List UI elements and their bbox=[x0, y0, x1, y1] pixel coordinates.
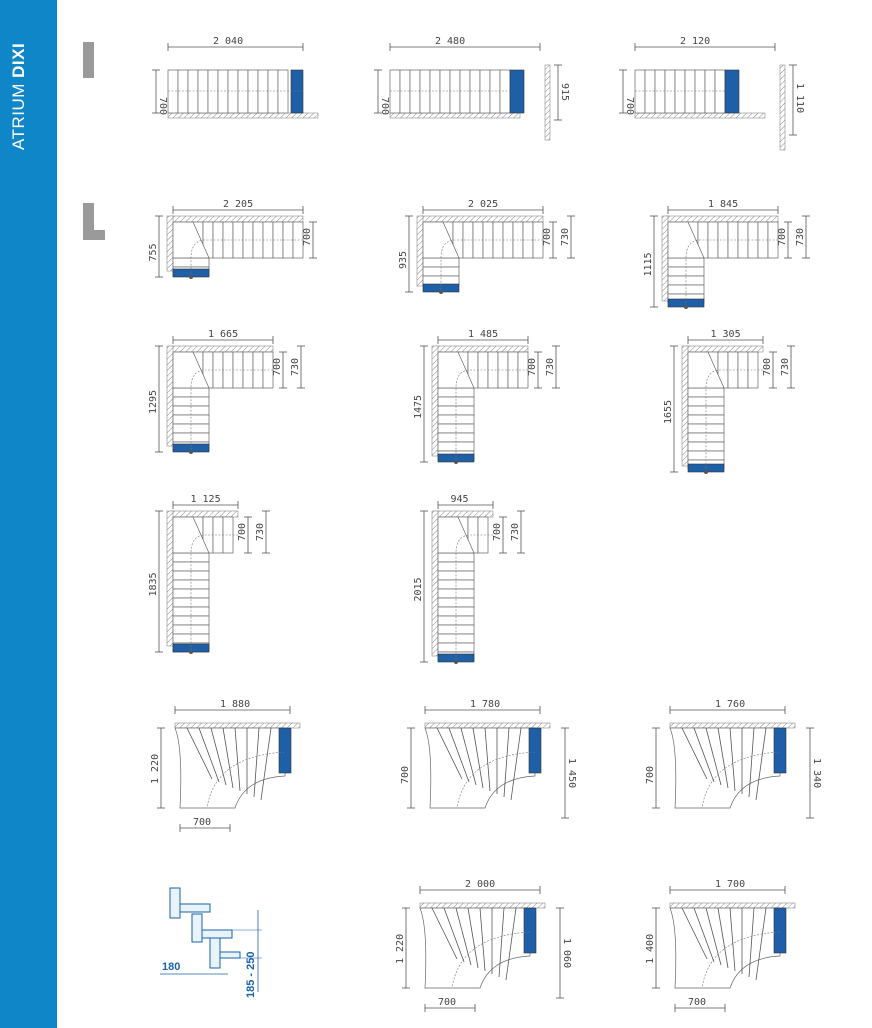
l-width-label: 945 bbox=[451, 494, 469, 505]
straight-width-label: 2 120 bbox=[680, 36, 710, 47]
straight-right-label: 915 bbox=[559, 83, 570, 101]
l-width-label: 2 025 bbox=[468, 199, 498, 210]
l-stair-4: 1 665 1295 700 730 bbox=[148, 329, 305, 454]
curved-left-label: 1 220 bbox=[150, 754, 161, 784]
rise-range-label: 185 - 250 bbox=[245, 952, 257, 998]
l-width-label: 1 305 bbox=[711, 329, 741, 340]
straight-width-label: 2 480 bbox=[435, 36, 465, 47]
straight-section-icon bbox=[83, 42, 94, 78]
l-r1-label: 700 bbox=[272, 358, 283, 376]
l-left-label: 935 bbox=[398, 251, 409, 269]
l-stair-3: 1 845 1115 700 730 bbox=[643, 199, 810, 309]
l-width-label: 1 665 bbox=[208, 329, 238, 340]
l-width-label: 1 125 bbox=[191, 494, 221, 505]
l-width-label: 1 845 bbox=[708, 199, 738, 210]
straight-width-label: 2 040 bbox=[213, 36, 243, 47]
l-r2-label: 730 bbox=[545, 358, 556, 376]
l-r1-label: 700 bbox=[542, 228, 553, 246]
l-r1-label: 700 bbox=[237, 523, 248, 541]
curved-right-label: 1 450 bbox=[566, 758, 577, 788]
l-stair-6: 1 305 1655 700 730 bbox=[663, 329, 795, 474]
curved-stair-1: 1 880 1 220 700 bbox=[150, 699, 301, 832]
curved-left-label: 700 bbox=[400, 766, 411, 784]
l-left-label: 1475 bbox=[413, 395, 424, 419]
l-left-label: 2015 bbox=[413, 577, 424, 601]
straight-depth-label: 700 bbox=[379, 97, 390, 115]
l-r2-label: 730 bbox=[510, 523, 521, 541]
l-r2-label: 730 bbox=[795, 228, 806, 246]
curved-width-label: 1 700 bbox=[715, 879, 745, 890]
l-stair-8: 945 2015 700 730 bbox=[413, 494, 525, 664]
l-left-label: 755 bbox=[148, 243, 159, 261]
curved-bottom-label: 700 bbox=[688, 997, 706, 1008]
curved-stair-3: 1 760 700 1 340 bbox=[645, 699, 822, 819]
curved-width-label: 1 880 bbox=[220, 699, 250, 710]
curved-bottom-label: 700 bbox=[193, 817, 211, 828]
straight-stair-3: 2 120 700 1 110 bbox=[619, 36, 805, 151]
l-stair-2: 2 025 935 700 730 bbox=[398, 199, 575, 294]
l-left-label: 1835 bbox=[148, 572, 159, 596]
curved-stair-4: 2 000 1 220 1 060 700 bbox=[395, 879, 572, 1012]
curved-width-label: 2 000 bbox=[465, 879, 495, 890]
l-r1-label: 700 bbox=[302, 228, 313, 246]
curved-width-label: 1 760 bbox=[715, 699, 745, 710]
l-width-label: 2 205 bbox=[223, 199, 253, 210]
l-r1-label: 700 bbox=[492, 523, 503, 541]
curved-width-label: 1 780 bbox=[470, 699, 500, 710]
l-r1-label: 700 bbox=[777, 228, 788, 246]
l-r2-label: 730 bbox=[780, 358, 791, 376]
straight-stair-1: 2 040 700 bbox=[152, 36, 319, 119]
straight-right-label: 1 110 bbox=[794, 83, 805, 113]
curved-stair-5: 1 700 1 400 700 bbox=[645, 879, 796, 1012]
l-stair-5: 1 485 1475 700 730 bbox=[413, 329, 560, 464]
curved-left-label: 1 400 bbox=[645, 934, 656, 964]
curved-left-label: 700 bbox=[645, 766, 656, 784]
l-r1-label: 700 bbox=[762, 358, 773, 376]
curved-right-label: 1 340 bbox=[811, 758, 822, 788]
straight-stair-2: 2 480 700 915 bbox=[374, 36, 570, 141]
l-r1-label: 700 bbox=[527, 358, 538, 376]
tread-depth-label: 180 bbox=[162, 961, 180, 973]
curved-right-label: 1 060 bbox=[561, 938, 572, 968]
l-r2-label: 730 bbox=[560, 228, 571, 246]
straight-depth-label: 700 bbox=[157, 97, 168, 115]
l-r2-label: 730 bbox=[290, 358, 301, 376]
l-shape-section-icon bbox=[83, 203, 105, 240]
curved-stair-2: 1 780 700 1 450 bbox=[400, 699, 577, 819]
l-left-label: 1115 bbox=[643, 252, 654, 276]
straight-depth-label: 700 bbox=[624, 97, 635, 115]
l-left-label: 1295 bbox=[148, 390, 159, 414]
curved-bottom-label: 700 bbox=[438, 997, 456, 1008]
brand-title: ATRIUM DIXI bbox=[9, 42, 28, 150]
l-r2-label: 730 bbox=[255, 523, 266, 541]
l-left-label: 1655 bbox=[663, 400, 674, 424]
step-detail-drawing: 180 185 - 250 bbox=[160, 887, 262, 998]
l-stair-1: 2 205 755 700 bbox=[148, 199, 317, 279]
l-stair-7: 1 125 1835 700 730 bbox=[148, 494, 270, 654]
sidebar bbox=[0, 0, 57, 1028]
curved-left-label: 1 220 bbox=[395, 934, 406, 964]
l-width-label: 1 485 bbox=[468, 329, 498, 340]
